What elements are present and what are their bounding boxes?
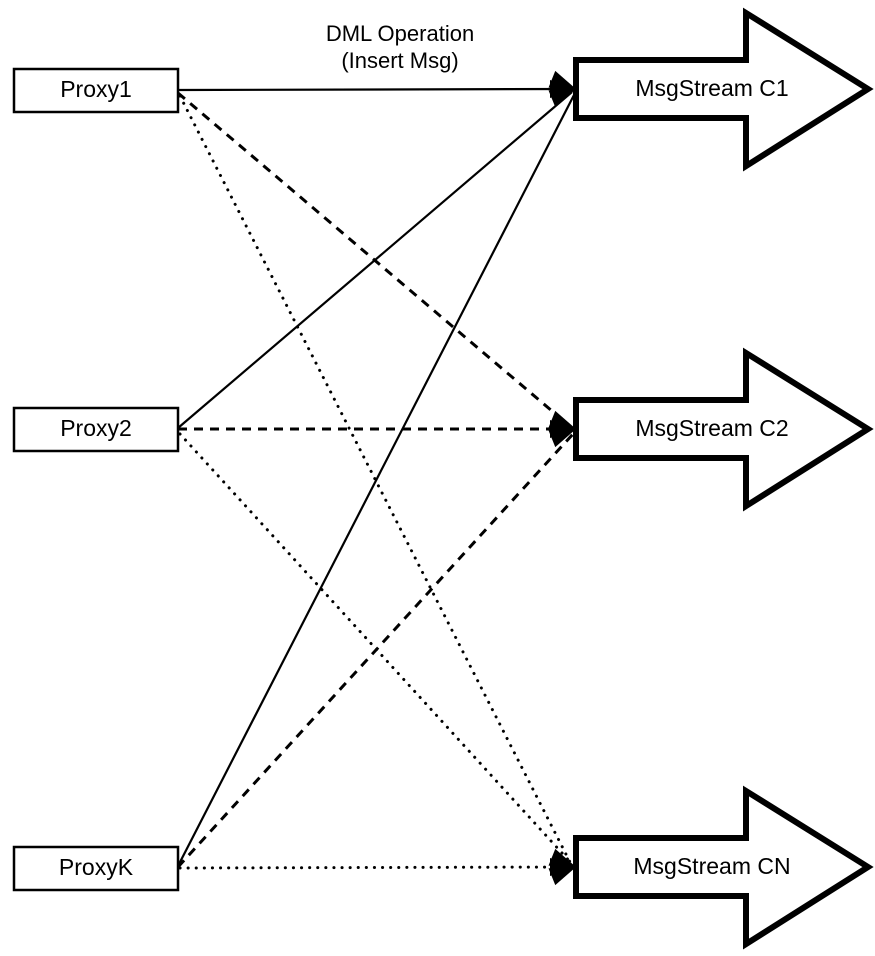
proxy-box-proxy2 [12,406,180,453]
stream-node-stream_c2[interactable]: MsgStream C2 [573,347,874,512]
arrowhead-head-c1-2 [548,70,576,89]
proxy-label-proxy2: Proxy2 [60,415,132,441]
stream-label-stream_c2: MsgStream C2 [635,415,788,441]
connection-p2-c1 [177,91,573,429]
stream-label-stream_c1: MsgStream C1 [635,75,788,101]
arrowheads-layer [548,70,576,886]
arrowhead-head-c2-2 [548,410,576,429]
connection-p1-cn [178,94,574,868]
stream-arrow-shape-stream_cn [573,785,874,950]
edge-label-line-1: DML Operation [326,21,474,46]
stream-node-stream_cn[interactable]: MsgStream CN [573,785,874,950]
proxy-label-proxy1: Proxy1 [60,76,132,102]
connections-layer [176,87,575,870]
connection-pk-c2 [176,432,575,869]
proxy-label-proxyK: ProxyK [59,854,134,880]
proxy-box-proxyK [12,845,180,892]
connection-pk-c1 [177,94,575,867]
stream-arrow-shape-stream_c1 [573,7,874,172]
connection-pk-cn [178,865,574,870]
streams-layer: MsgStream C1 MsgStream C2 MsgStream CN [573,7,874,950]
edge-label: DML Operation (Insert Msg) [326,21,474,73]
connection-p1-c1 [177,87,573,92]
arrowhead-cluster-head-cn [548,848,576,886]
arrowhead-cluster-head-c2 [548,410,576,448]
proxy-node-proxyK[interactable]: ProxyK [12,845,180,892]
proxy-box-proxy1 [12,67,180,114]
stream-node-stream_c1[interactable]: MsgStream C1 [573,7,874,172]
stream-arrow-shape-stream_c2 [573,347,874,512]
proxy-node-proxy1[interactable]: Proxy1 [12,67,180,114]
arrowhead-cluster-head-c1 [548,70,576,108]
edge-label-line-2: (Insert Msg) [341,48,458,73]
proxy-node-proxy2[interactable]: Proxy2 [12,406,180,453]
stream-label-stream_cn: MsgStream CN [633,853,790,879]
arrowhead-head-cn-2 [548,848,576,867]
